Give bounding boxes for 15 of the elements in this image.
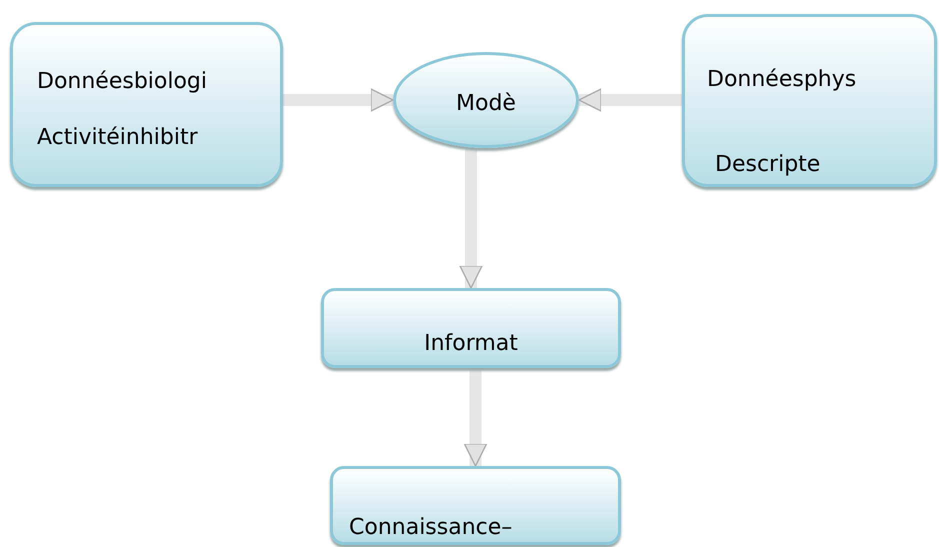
node-text: Modè [455,91,517,118]
process-box [682,14,937,187]
process-box [321,288,621,368]
node-text: Donnéesphys [707,67,856,94]
node-text: Connaissance– [349,515,512,542]
node-text: Donnéesbiologi [37,69,208,96]
arrow [578,88,682,112]
arrow [459,148,483,289]
node-text: Descripte [715,152,820,178]
process-box [10,22,283,187]
arrow [283,88,394,112]
arrow [464,368,488,467]
node-text: Informat [423,331,519,358]
process-box [330,466,621,545]
node-text: Activitéinhibitr [37,125,198,152]
